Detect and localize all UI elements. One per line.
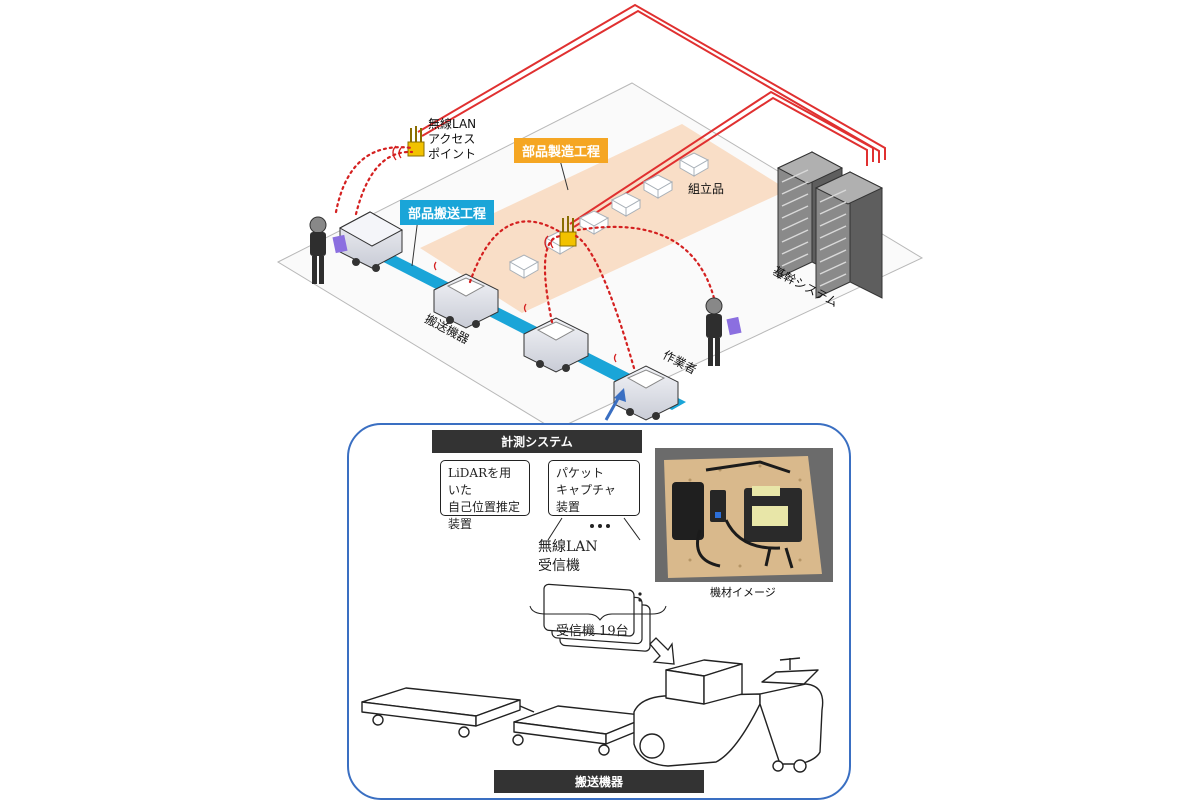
access-point-label-line: 無線LAN xyxy=(428,117,477,131)
packet-capture-box: パケット キャプチャ 装置 xyxy=(548,460,640,516)
receiver-count: 受信機 19台 xyxy=(556,624,629,639)
lidar-device-line: LiDARを用いた xyxy=(448,466,512,497)
packet-capture-line: 装置 xyxy=(556,500,581,514)
worker-icon xyxy=(705,297,742,366)
server-rack-icon xyxy=(776,151,844,279)
agv-1 xyxy=(433,273,499,329)
transport-process-tag: 部品搬送工程 xyxy=(400,200,495,225)
receiver-label: 無線LAN 受信機 xyxy=(538,538,618,576)
assembly-label: 組立品 xyxy=(688,182,725,196)
agv-left xyxy=(338,211,404,272)
access-point-label-line: ポイント xyxy=(428,147,477,161)
measurement-system-title: 計測システム xyxy=(432,430,642,453)
transport-lane xyxy=(360,244,686,410)
packet-capture-line: キャプチャ xyxy=(556,483,616,497)
worker-icon xyxy=(309,216,348,284)
server-rack-icon xyxy=(814,171,884,299)
receiver-label-line: 無線LAN xyxy=(538,539,598,555)
access-point-label-line: アクセス xyxy=(428,132,476,146)
receiver-label-line: 受信機 xyxy=(538,558,580,574)
agv-2 xyxy=(523,317,589,373)
lidar-device-line: 自己位置推定 xyxy=(448,500,521,514)
assembly-part-icon xyxy=(508,152,710,279)
wireless-link xyxy=(334,146,716,370)
packet-capture-line: パケット xyxy=(556,466,605,480)
transport-equipment-title: 搬送機器 xyxy=(494,770,704,793)
network-cable xyxy=(417,3,886,228)
pointer-arrow xyxy=(604,388,626,421)
photo-caption: 機材イメージ xyxy=(710,586,776,599)
manufacturing-process-tag: 部品製造工程 xyxy=(514,138,609,163)
lidar-device-line: 装置 xyxy=(448,517,473,531)
access-point-icon xyxy=(559,216,577,247)
access-point-label: 無線LAN アクセス ポイント xyxy=(428,117,476,162)
lidar-device-box: LiDARを用いた 自己位置推定 装置 xyxy=(440,460,530,531)
